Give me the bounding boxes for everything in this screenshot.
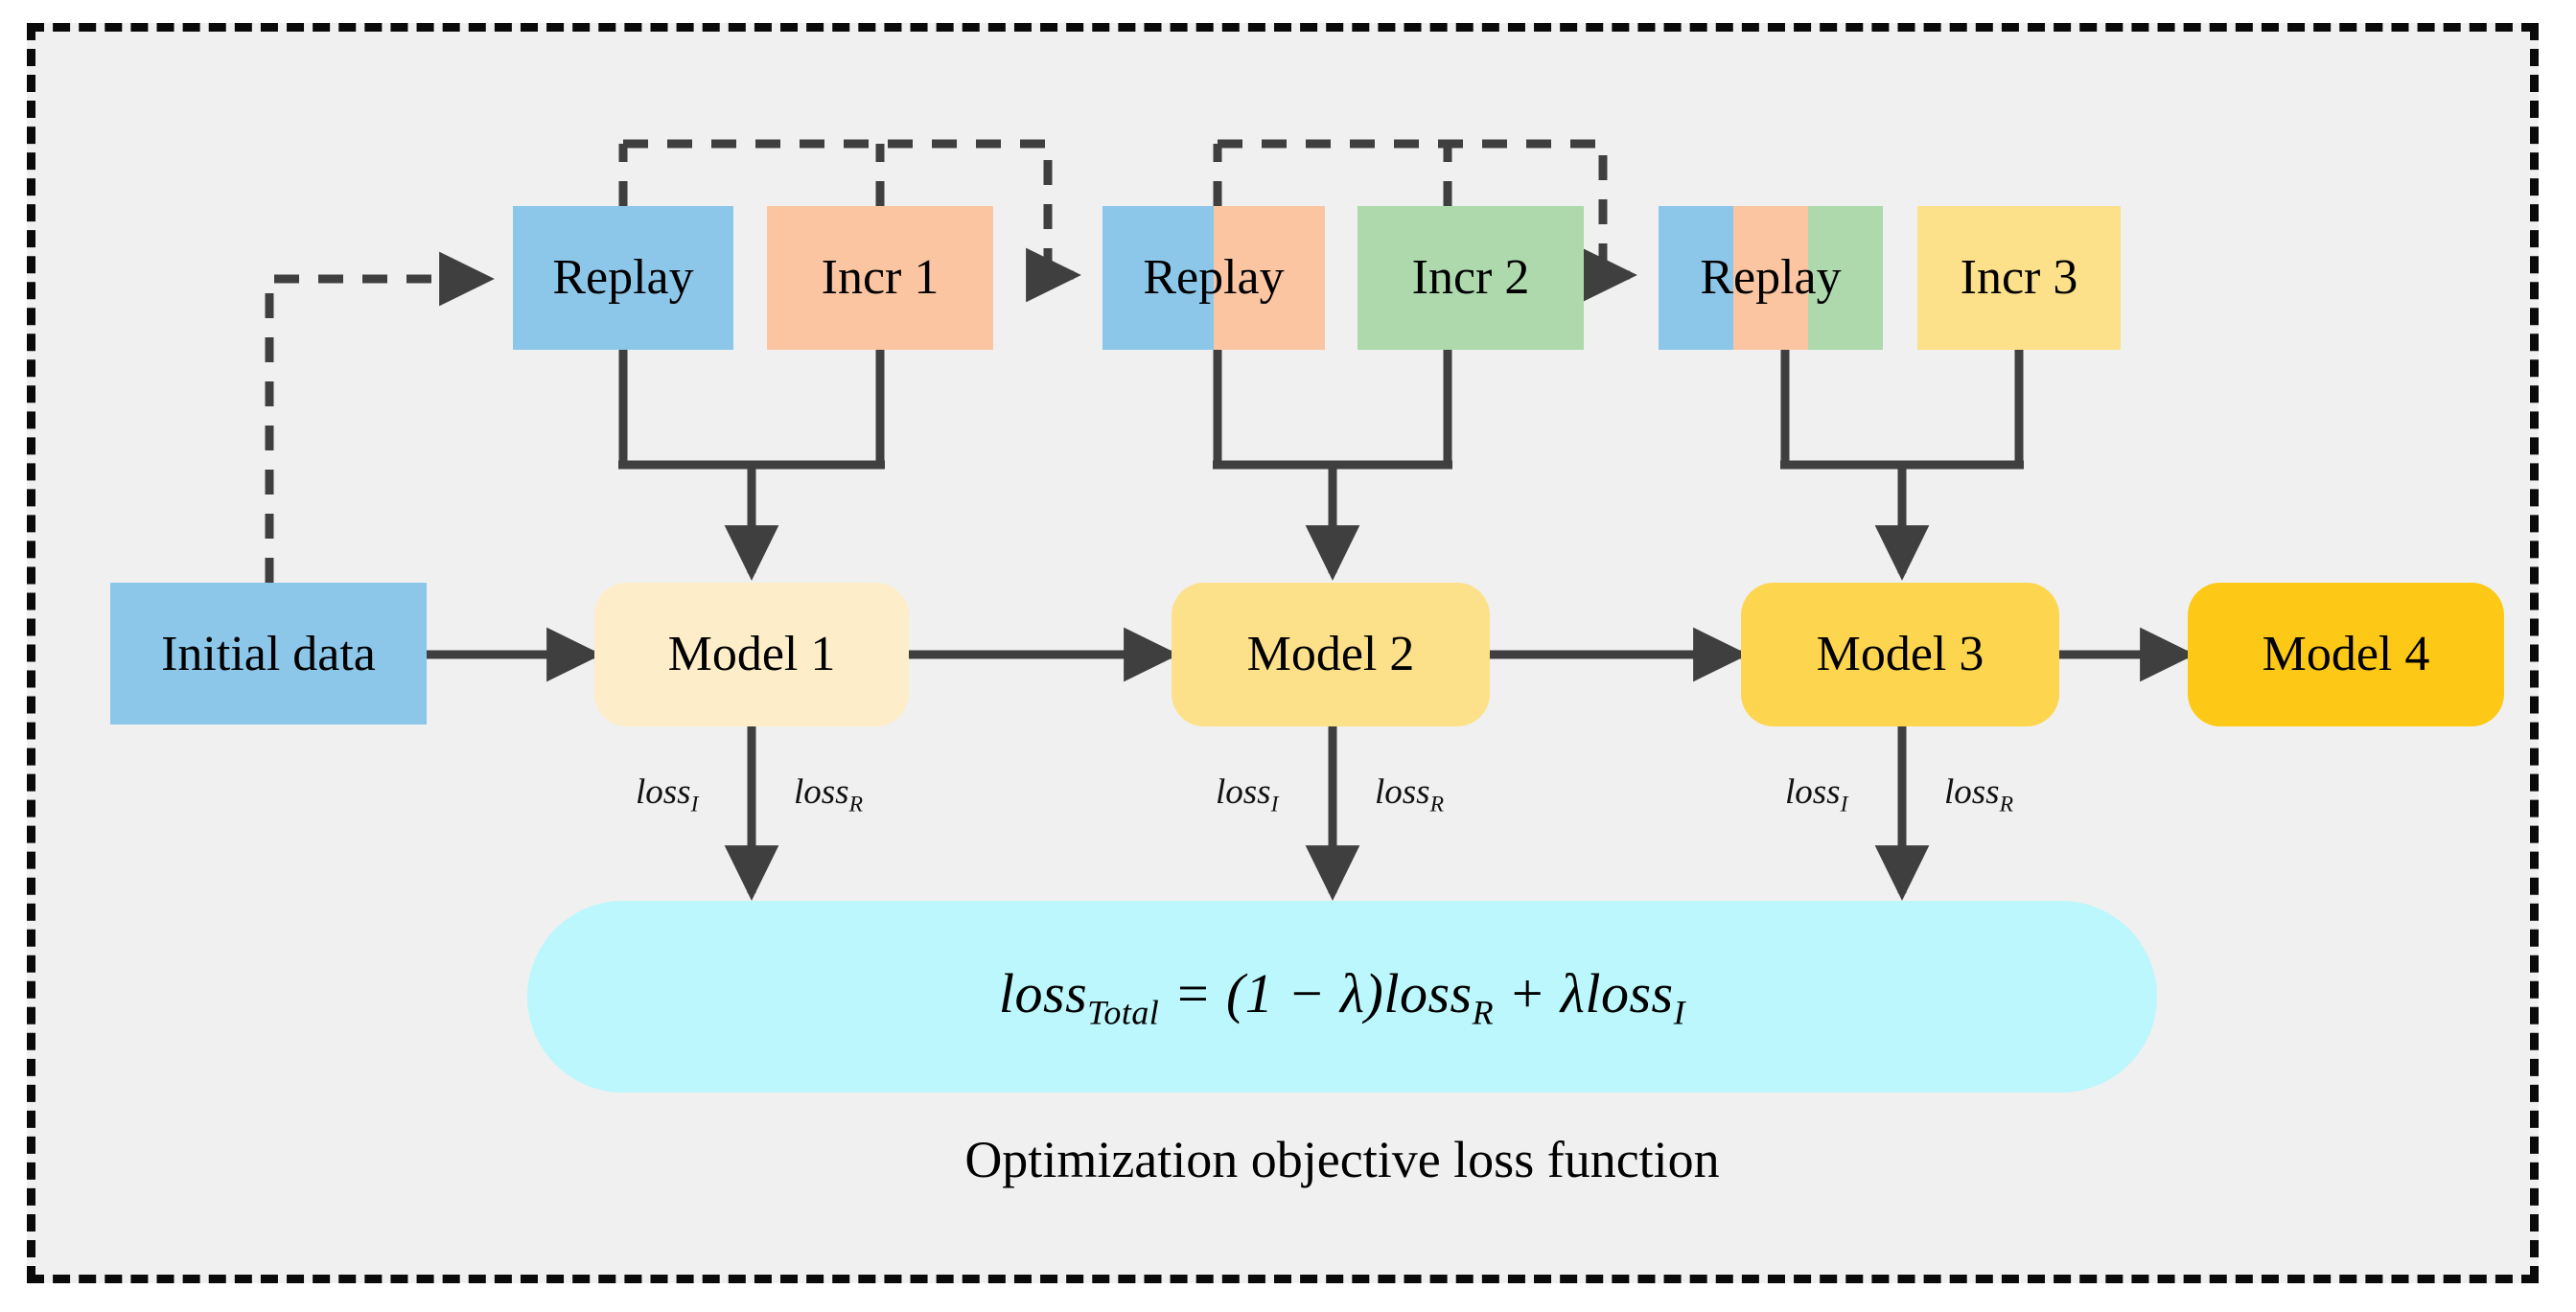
replay-1-label: Replay [552,250,694,305]
replay-3-stripes [1659,206,1883,350]
loss-formula-pill: lossTotal = (1 − λ)lossR + λlossI [527,901,2157,1093]
initial-data-label: Initial data [161,626,376,681]
loss-label-model1-right: lossR [794,772,864,817]
block-replay-2[interactable]: Replay [1102,206,1325,350]
block-model-4[interactable]: Model 4 [2188,583,2504,726]
replay-2-label: Replay [1143,250,1285,305]
block-model-1[interactable]: Model 1 [594,583,909,726]
incr-1-label: Incr 1 [821,250,940,305]
block-incr-3[interactable]: Incr 3 [1917,206,2121,350]
loss-label-model2-right: lossR [1375,772,1445,817]
model-2-label: Model 2 [1246,627,1415,681]
block-incr-1[interactable]: Incr 1 [767,206,993,350]
loss-label-model3-right: lossR [1944,772,2014,817]
replay-2-stripes [1102,206,1325,350]
incr-2-label: Incr 2 [1411,250,1530,305]
block-replay-1[interactable]: Replay [513,206,733,350]
replay-1-stripes [513,206,733,350]
diagram-caption: Optimization objective loss function [527,1126,2157,1193]
loss-label-model3-left: lossI [1785,772,1848,817]
loss-formula-text: lossTotal = (1 − λ)lossR + λlossI [998,961,1686,1032]
block-initial-data[interactable]: Initial data [110,583,427,725]
replay-3-label: Replay [1700,250,1842,305]
block-replay-3[interactable]: Replay [1659,206,1883,350]
block-model-2[interactable]: Model 2 [1172,583,1490,726]
block-incr-2[interactable]: Incr 2 [1358,206,1584,350]
model-4-label: Model 4 [2262,627,2430,681]
caption-text: Optimization objective loss function [964,1131,1720,1188]
loss-label-model1-left: lossI [636,772,699,817]
model-1-label: Model 1 [667,627,836,681]
model-3-label: Model 3 [1816,627,1984,681]
loss-label-model2-left: lossI [1216,772,1279,817]
block-model-3[interactable]: Model 3 [1741,583,2059,726]
incr-3-label: Incr 3 [1960,250,2078,305]
